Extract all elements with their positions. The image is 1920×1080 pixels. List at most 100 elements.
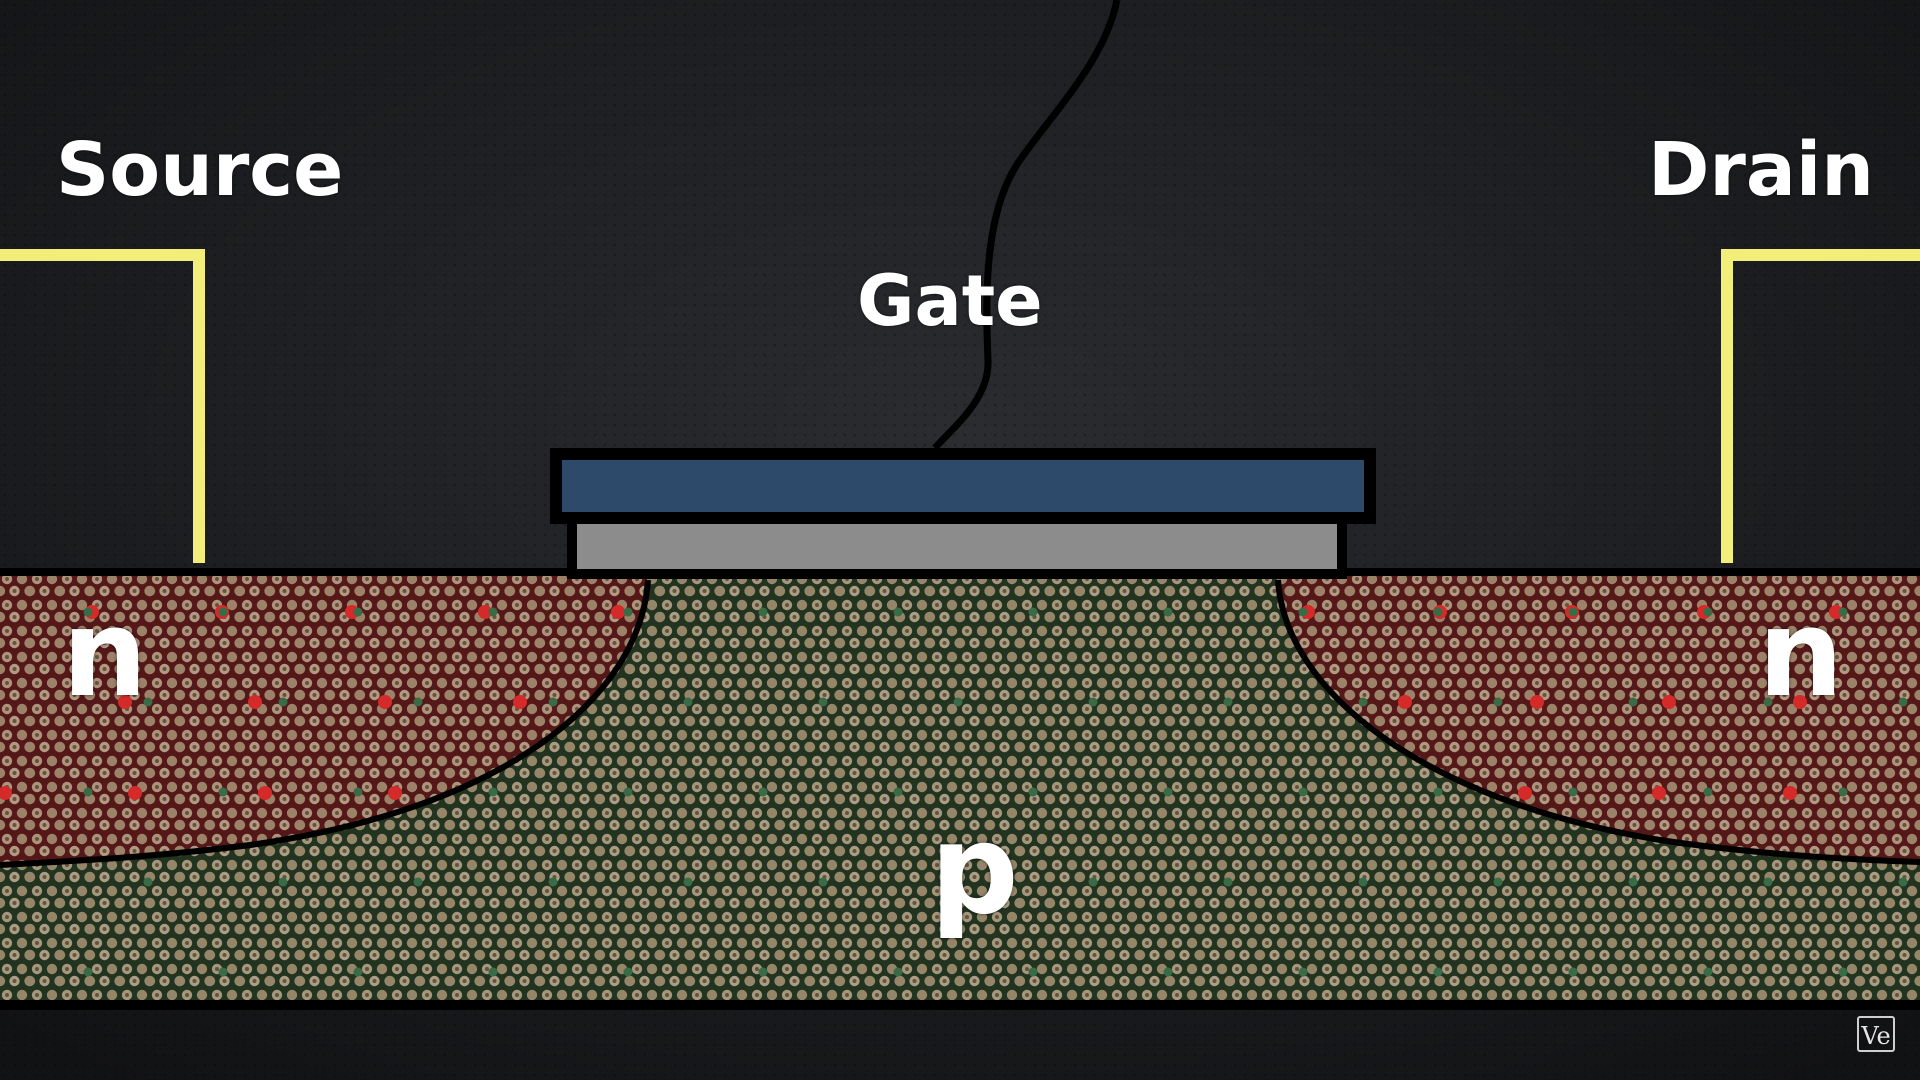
acceptor-hole	[83, 607, 93, 617]
acceptor-hole	[278, 697, 288, 707]
acceptor-hole	[218, 967, 228, 977]
acceptor-hole	[1358, 697, 1368, 707]
acceptor-hole	[1088, 697, 1098, 707]
drain-label: Drain	[1648, 127, 1874, 213]
acceptor-hole	[1628, 877, 1638, 887]
acceptor-hole	[1433, 607, 1443, 617]
acceptor-hole	[1223, 697, 1233, 707]
acceptor-hole	[1298, 607, 1308, 617]
n-region-left-label: n	[62, 585, 148, 724]
charge-carriers	[0, 605, 1908, 977]
acceptor-hole	[818, 877, 828, 887]
acceptor-hole	[893, 607, 903, 617]
acceptor-hole	[1568, 607, 1578, 617]
silicon-lattice	[0, 576, 1920, 1004]
acceptor-hole	[1493, 877, 1503, 887]
acceptor-hole	[1028, 607, 1038, 617]
acceptor-hole	[143, 697, 153, 707]
acceptor-hole	[218, 787, 228, 797]
acceptor-hole	[1838, 787, 1848, 797]
gate-label: Gate	[857, 260, 1043, 342]
acceptor-hole	[683, 697, 693, 707]
n-region-right-label: n	[1758, 585, 1844, 724]
gate-metal	[550, 448, 1376, 524]
acceptor-hole	[278, 877, 288, 887]
donor-electron	[128, 786, 142, 800]
acceptor-hole	[1898, 877, 1908, 887]
acceptor-hole	[1298, 967, 1308, 977]
donor-electron	[1662, 695, 1676, 709]
donor-electron	[611, 605, 625, 619]
donor-electron	[1793, 695, 1807, 709]
source-label: Source	[56, 127, 344, 213]
acceptor-hole	[1493, 697, 1503, 707]
acceptor-hole	[1703, 967, 1713, 977]
acceptor-hole	[1568, 967, 1578, 977]
acceptor-hole	[623, 967, 633, 977]
donor-electron	[378, 695, 392, 709]
acceptor-hole	[623, 787, 633, 797]
p-region-label: p	[930, 798, 1019, 942]
donor-electron	[513, 695, 527, 709]
acceptor-hole	[1838, 967, 1848, 977]
acceptor-hole	[1763, 697, 1773, 707]
acceptor-hole	[413, 877, 423, 887]
acceptor-hole	[1163, 607, 1173, 617]
donor-electron	[1398, 695, 1412, 709]
source-contact-wire	[0, 249, 205, 563]
acceptor-hole	[1763, 877, 1773, 887]
donor-electron	[388, 786, 402, 800]
donor-electron	[118, 695, 132, 709]
acceptor-hole	[1838, 607, 1848, 617]
acceptor-hole	[83, 787, 93, 797]
donor-electron	[0, 786, 12, 800]
acceptor-hole	[953, 877, 963, 887]
atom-lattice	[0, 576, 1920, 1004]
acceptor-hole	[1898, 697, 1908, 707]
drain-contact-wire	[1721, 249, 1920, 563]
substrate-bottom-edge	[0, 1000, 1920, 1010]
acceptor-hole	[953, 697, 963, 707]
acceptor-hole	[1163, 787, 1173, 797]
acceptor-hole	[353, 967, 363, 977]
donor-electron	[248, 695, 262, 709]
donor-electron	[1518, 786, 1532, 800]
acceptor-hole	[1433, 967, 1443, 977]
donor-electron	[478, 605, 492, 619]
acceptor-hole	[758, 607, 768, 617]
acceptor-hole	[488, 787, 498, 797]
acceptor-hole	[548, 697, 558, 707]
acceptor-hole	[1163, 967, 1173, 977]
acceptor-hole	[818, 697, 828, 707]
acceptor-hole	[1568, 787, 1578, 797]
gate-wire	[932, 0, 1121, 451]
acceptor-hole	[623, 607, 633, 617]
acceptor-hole	[488, 967, 498, 977]
acceptor-hole	[893, 967, 903, 977]
acceptor-hole	[1358, 877, 1368, 887]
acceptor-hole	[758, 967, 768, 977]
acceptor-hole	[1628, 697, 1638, 707]
acceptor-hole	[143, 877, 153, 887]
acceptor-hole	[548, 877, 558, 887]
acceptor-hole	[1703, 787, 1713, 797]
acceptor-hole	[1223, 877, 1233, 887]
acceptor-hole	[353, 607, 363, 617]
donor-electron	[1530, 695, 1544, 709]
donor-electron	[258, 786, 272, 800]
acceptor-hole	[1088, 877, 1098, 887]
acceptor-hole	[683, 877, 693, 887]
channel-watermark-logo: Ve	[1857, 1016, 1895, 1052]
acceptor-hole	[758, 787, 768, 797]
acceptor-hole	[353, 787, 363, 797]
acceptor-hole	[1298, 787, 1308, 797]
acceptor-hole	[218, 607, 228, 617]
acceptor-hole	[413, 697, 423, 707]
gate-oxide	[567, 513, 1347, 579]
acceptor-hole	[488, 607, 498, 617]
junction-right	[1275, 579, 1920, 865]
acceptor-hole	[893, 787, 903, 797]
acceptor-hole	[1703, 607, 1713, 617]
